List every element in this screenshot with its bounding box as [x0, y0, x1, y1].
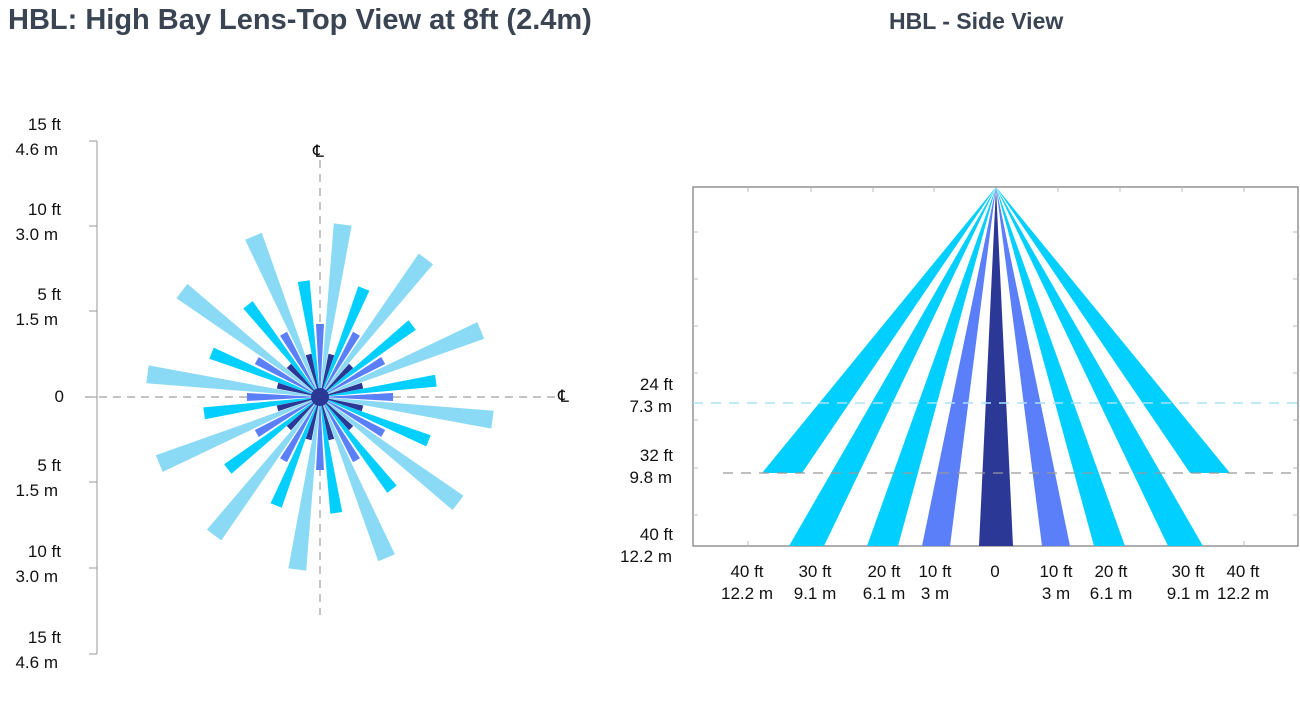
side-view-title: HBL - Side View [889, 8, 1064, 34]
y-label-ft: 5 ft [37, 285, 61, 304]
side-y-label-m: 9.8 m [629, 468, 672, 487]
zone-ray-center [286, 363, 320, 397]
zone-ray-short [320, 331, 360, 397]
zone-ray-short [254, 397, 320, 437]
zone-ray-long [320, 397, 494, 429]
zone-ray-medium [270, 397, 320, 508]
y-label-ft: 5 ft [37, 456, 61, 475]
zone-ray-center [320, 397, 335, 441]
side-x-label-ft: 30 ft [1171, 562, 1205, 581]
side-x-label-m: 6.1 m [862, 584, 906, 603]
side-beam [996, 187, 1125, 546]
y-label-ft: 10 ft [27, 200, 61, 219]
side-x-label-m: 3 m [920, 584, 950, 603]
side-x-label-ft: 10 ft [1039, 562, 1073, 581]
side-x-label-ft: 40 ft [730, 562, 764, 581]
zone-ray-center [320, 397, 354, 431]
side-beam [762, 187, 996, 473]
y-label-m: 1.5 m [15, 310, 58, 329]
centerline-symbol-vertical: ℄ [313, 142, 324, 161]
side-beam [979, 187, 1013, 546]
zone-ray-short [320, 397, 386, 437]
zone-ray-long [320, 397, 395, 562]
zone-ray-long [288, 397, 320, 571]
zone-ray-short [247, 393, 320, 401]
sensor-center-dot [311, 388, 329, 406]
side-beam [867, 187, 996, 546]
y-label-m: 3.0 m [15, 567, 58, 586]
side-beam [996, 187, 1230, 473]
y-label-ft: 15 ft [27, 115, 61, 134]
side-x-label-ft: 10 ft [918, 562, 952, 581]
side-y-label-ft: 24 ft [639, 375, 673, 394]
zone-ray-short [316, 324, 324, 397]
side-x-label-ft: 0 [990, 562, 1000, 581]
zone-ray-long [176, 283, 320, 397]
zone-ray-center [320, 382, 364, 397]
zone-ray-center [276, 397, 320, 412]
y-label-ft: 15 ft [27, 628, 61, 647]
side-x-label-m: 9.1 m [1166, 584, 1210, 603]
side-x-label-m: 6.1 m [1089, 584, 1133, 603]
zone-ray-center [286, 397, 320, 431]
side-x-label-m: 3 m [1041, 584, 1071, 603]
y-label-m: 4.6 m [15, 140, 58, 159]
zone-ray-center [320, 397, 364, 412]
zone-ray-medium [320, 397, 397, 493]
centerline-symbol-horizontal: ℄ [558, 387, 569, 406]
side-beam [996, 187, 1203, 546]
side-x-label-m: 12.2 m [721, 584, 773, 603]
side-x-label-ft: 40 ft [1226, 562, 1260, 581]
zone-ray-center [320, 363, 354, 397]
y-label-m: 1.5 m [15, 481, 58, 500]
zone-ray-center [305, 397, 320, 441]
side-beam [922, 187, 996, 546]
side-y-label-ft: 32 ft [639, 446, 673, 465]
zone-ray-medium [320, 286, 370, 397]
y-label-m: 4.6 m [15, 653, 58, 672]
zone-ray-long [320, 253, 434, 397]
zone-ray-medium [243, 301, 320, 397]
zone-ray-center [276, 382, 320, 397]
side-y-label-ft: 40 ft [639, 525, 673, 544]
y-label-zero: 0 [54, 387, 64, 406]
zone-ray-long [206, 397, 320, 541]
zone-ray-center [305, 353, 320, 397]
zone-ray-medium [203, 397, 320, 420]
zone-ray-short [280, 331, 320, 397]
y-label-ft: 10 ft [27, 542, 61, 561]
side-x-label-ft: 20 ft [867, 562, 901, 581]
zone-ray-medium [320, 320, 416, 397]
zone-ray-short [320, 393, 393, 401]
zone-ray-long [320, 223, 352, 397]
zone-ray-long [320, 322, 485, 397]
top-view-title: HBL: High Bay Lens-Top View at 8ft (2.4m… [8, 4, 592, 36]
side-y-label-m: 7.3 m [629, 397, 672, 416]
y-label-m: 3.0 m [15, 225, 58, 244]
zone-ray-medium [320, 374, 437, 397]
zone-ray-center [320, 353, 335, 397]
side-x-label-m: 9.1 m [793, 584, 837, 603]
zone-ray-long [146, 365, 320, 397]
zone-ray-medium [224, 397, 320, 474]
zone-ray-medium [297, 280, 320, 397]
side-y-label-m: 12.2 m [620, 547, 672, 566]
side-x-label-ft: 20 ft [1094, 562, 1128, 581]
zone-ray-short [254, 357, 320, 397]
zone-ray-short [320, 357, 386, 397]
side-beam [789, 187, 996, 546]
zone-ray-medium [320, 397, 343, 514]
side-x-label-ft: 30 ft [798, 562, 832, 581]
side-x-label-m: 12.2 m [1217, 584, 1269, 603]
zone-ray-short [316, 397, 324, 470]
zone-ray-medium [209, 347, 320, 397]
zone-ray-short [280, 397, 320, 463]
zone-ray-short [320, 397, 360, 463]
zone-ray-long [155, 397, 320, 472]
zone-ray-long [245, 232, 320, 397]
zone-ray-long [320, 397, 464, 511]
side-beam [996, 187, 1070, 546]
zone-ray-medium [320, 397, 431, 447]
